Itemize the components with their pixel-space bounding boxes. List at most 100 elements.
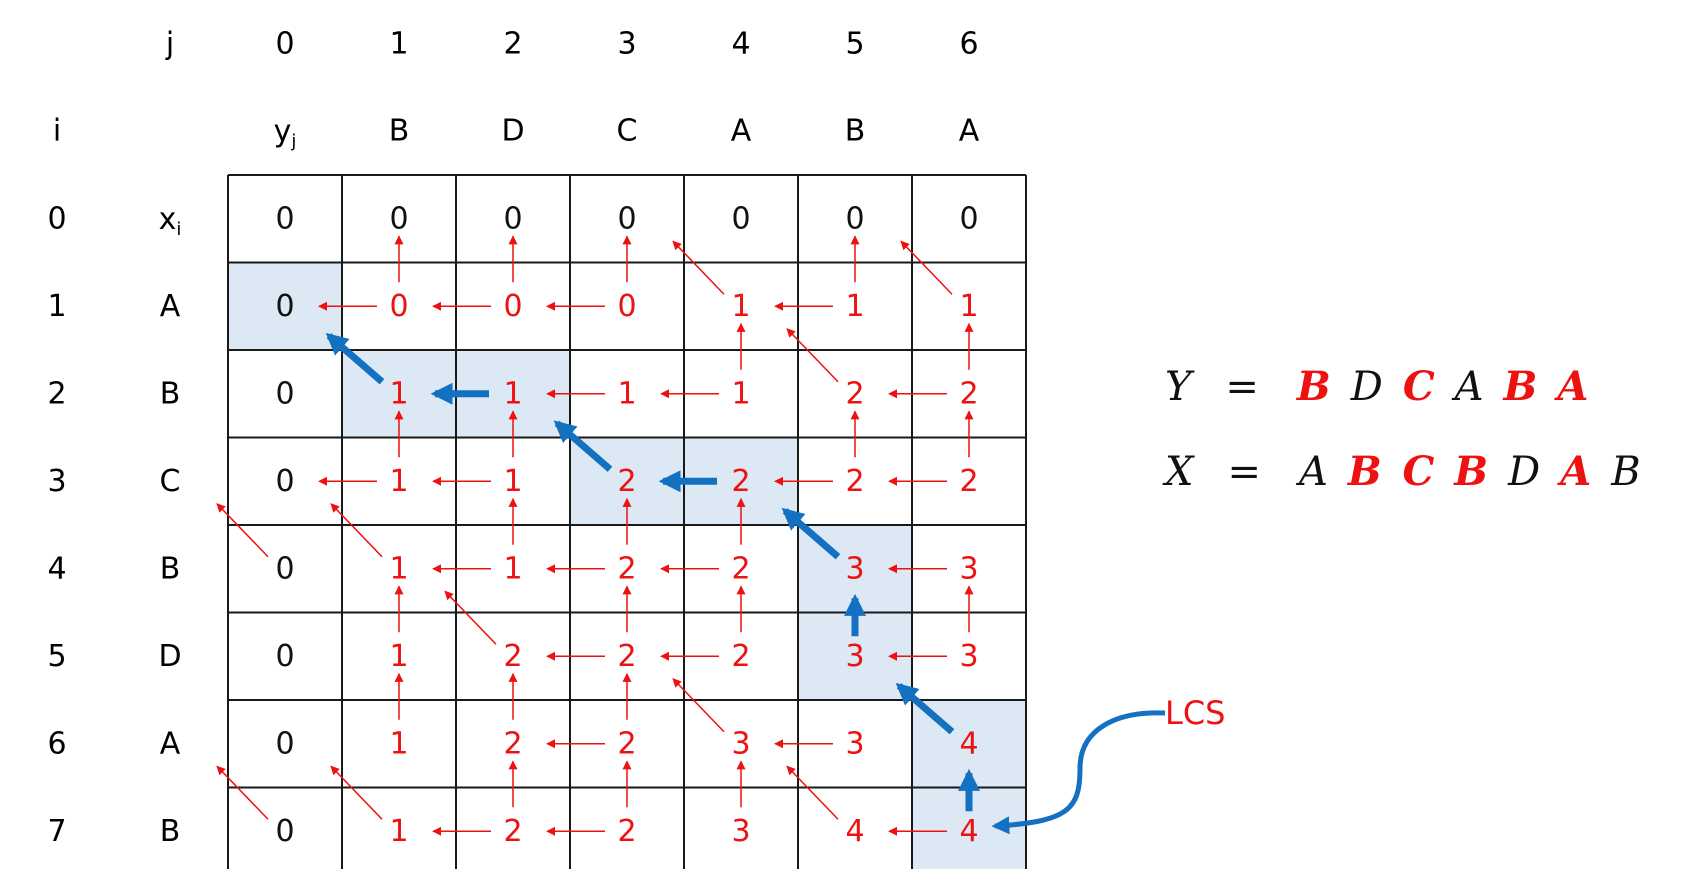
dp-arrow-diag-4-0	[216, 503, 269, 558]
i-index-6: 6	[47, 726, 66, 761]
cell-value-5-6: 3	[959, 639, 978, 674]
dp-arrow-diag-7-5	[786, 765, 839, 820]
i-index-2: 2	[47, 376, 66, 411]
cell-value-0-2: 0	[503, 201, 522, 236]
x-char-6: A	[160, 726, 181, 761]
dp-arrow-diag-2-5	[786, 328, 839, 383]
cell-value-4-2: 1	[503, 551, 522, 586]
cell-value-1-2: 0	[503, 289, 522, 324]
i-index-3: 3	[47, 464, 66, 499]
dp-arrow-diag-1-4	[672, 240, 725, 295]
path-arrow-diag-4-5	[781, 507, 841, 560]
cell-value-4-0: 0	[275, 551, 294, 586]
eq-char-4: D	[1507, 449, 1540, 495]
cell-value-6-5: 3	[845, 726, 864, 761]
dp-arrow-diag-6-4	[672, 678, 725, 733]
cell-value-6-4: 3	[731, 726, 750, 761]
cell-value-3-4: 2	[731, 464, 750, 499]
y-char-5: B	[845, 114, 866, 149]
cell-value-5-0: 0	[275, 639, 294, 674]
lcs-annotation: LCS	[991, 694, 1225, 835]
x-char-7: B	[160, 814, 181, 849]
cell-value-4-3: 2	[617, 551, 636, 586]
cell-value-1-6: 1	[959, 289, 978, 324]
cell-value-4-1: 1	[389, 551, 408, 586]
cell-value-4-6: 3	[959, 551, 978, 586]
y-char-3: C	[617, 114, 638, 149]
cell-value-6-0: 0	[275, 726, 294, 761]
j-index-1: 1	[389, 27, 408, 62]
cell-value-5-4: 2	[731, 639, 750, 674]
eq-char-5: A	[1553, 363, 1588, 410]
dp-arrows	[216, 235, 974, 836]
i-index-0: 0	[47, 201, 66, 236]
cell-value-5-2: 2	[503, 639, 522, 674]
eq-char-0: A	[1295, 449, 1328, 495]
x-char-5: D	[158, 639, 181, 674]
eq-var: Y	[1165, 364, 1195, 410]
cell-value-0-3: 0	[617, 201, 636, 236]
j-axis-label: j	[165, 27, 174, 62]
lcs-label: LCS	[1165, 694, 1225, 732]
path-arrow-diag-2-1	[325, 332, 385, 385]
j-index-4: 4	[731, 27, 750, 62]
dp-arrow-diag-7-0	[216, 765, 269, 820]
dp-arrow-diag-7-1	[330, 765, 383, 820]
i-index-1: 1	[47, 289, 66, 324]
j-index-3: 3	[617, 27, 636, 62]
i-index-7: 7	[47, 814, 66, 849]
cell-value-5-5: 3	[845, 639, 864, 674]
eq-char-5: A	[1556, 448, 1591, 495]
cell-value-7-5: 4	[845, 814, 864, 849]
cell-value-1-4: 1	[731, 289, 750, 324]
j-index-6: 6	[959, 27, 978, 62]
cell-value-7-0: 0	[275, 814, 294, 849]
cell-value-2-3: 1	[617, 376, 636, 411]
cell-value-0-1: 0	[389, 201, 408, 236]
cell-value-0-0: 0	[275, 201, 294, 236]
x-char-1: A	[160, 289, 181, 324]
eq-char-2: C	[1403, 363, 1435, 410]
cell-value-1-0: 0	[275, 289, 294, 324]
cell-value-6-3: 2	[617, 726, 636, 761]
cell-value-2-1: 1	[389, 376, 408, 411]
cell-value-3-1: 1	[389, 464, 408, 499]
cell-value-0-4: 0	[731, 201, 750, 236]
cell-value-3-0: 0	[275, 464, 294, 499]
x-char-4: B	[160, 551, 181, 586]
cell-value-1-3: 0	[617, 289, 636, 324]
eq-equals: =	[1227, 449, 1261, 495]
cell-value-6-1: 1	[389, 726, 408, 761]
eq-char-0: B	[1296, 363, 1331, 410]
i-index-5: 5	[47, 639, 66, 674]
cell-value-0-5: 0	[845, 201, 864, 236]
path-arrow-diag-3-3	[553, 420, 613, 472]
dp-arrow-diag-1-6	[900, 240, 953, 295]
lcs-pointer-curve	[991, 710, 1166, 835]
cell-value-1-5: 1	[845, 289, 864, 324]
eq-char-1: B	[1347, 448, 1383, 495]
cell-value-4-4: 2	[731, 551, 750, 586]
eq-char-3: B	[1453, 448, 1488, 495]
dp-arrow-diag-4-1	[330, 503, 383, 558]
y-char-6: A	[959, 114, 980, 149]
cell-value-6-6: 4	[959, 726, 978, 761]
eq-char-1: D	[1350, 364, 1383, 410]
cell-value-5-3: 2	[617, 639, 636, 674]
y-char-1: B	[389, 114, 410, 149]
path-arrow-diag-6-6	[895, 682, 955, 735]
cell-value-4-5: 3	[845, 551, 864, 586]
lcs-path-arrows	[325, 332, 980, 812]
y-char-2: D	[501, 114, 524, 149]
cell-value-7-1: 1	[389, 814, 408, 849]
x-label: xi	[159, 201, 182, 239]
cell-value-7-3: 2	[617, 814, 636, 849]
eq-char-3: A	[1451, 364, 1484, 410]
cell-value-2-2: 1	[503, 376, 522, 411]
x-char-3: C	[160, 464, 181, 499]
eq-char-6: B	[1610, 449, 1640, 495]
